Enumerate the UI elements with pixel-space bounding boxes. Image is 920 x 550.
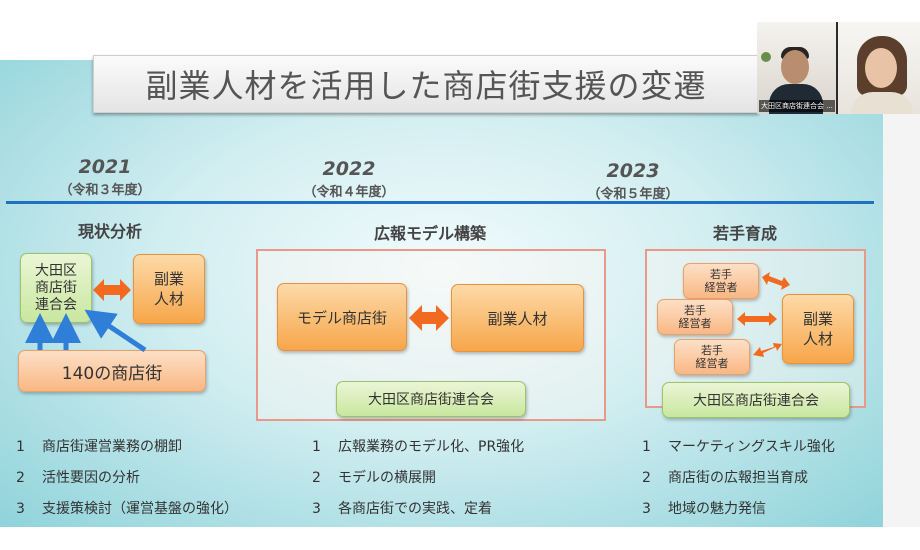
fukugyo-box: 副業 人材 xyxy=(782,294,854,364)
participant-body xyxy=(851,92,913,114)
double-arrow-icon xyxy=(753,343,782,357)
double-arrow-icon xyxy=(762,272,790,290)
participant-head xyxy=(781,50,809,84)
blue-arrow xyxy=(84,309,147,353)
fukugyo-box: 副業人材 xyxy=(451,284,584,352)
section-heading-youth: 若手育成 xyxy=(712,224,777,243)
double-arrow-icon xyxy=(93,279,131,301)
year-label-2023: 2023 （令和５年度） xyxy=(568,160,698,202)
right-gutter xyxy=(883,60,920,527)
year-value: 2021 xyxy=(78,156,132,178)
stores-box: 140の商店街 xyxy=(18,350,206,392)
participant-head xyxy=(865,48,897,88)
young-owner-box: 若手 経営者 xyxy=(683,263,759,299)
rengokai-box: 大田区 商店街 連合会 xyxy=(20,253,92,323)
section-heading-pr-model: 広報モデル構築 xyxy=(373,224,486,243)
double-arrow-icon xyxy=(409,305,449,331)
year-label-2022: 2022 （令和４年度） xyxy=(284,158,414,200)
year-value: 2023 xyxy=(606,160,660,182)
rengokai-box: 大田区商店街連合会 xyxy=(662,382,850,418)
timeline-line xyxy=(6,201,874,204)
webcam-caption: 大田区商店街連合会 ... xyxy=(759,100,835,112)
reiwa-label: （令和４年度） xyxy=(303,185,395,200)
section-heading-analysis: 現状分析 xyxy=(77,222,142,241)
young-owner-box: 若手 経営者 xyxy=(657,299,733,335)
model-store-box: モデル商店街 xyxy=(277,283,407,351)
fukugyo-box: 副業 人材 xyxy=(133,254,205,324)
plant-decor xyxy=(761,52,771,62)
year-value: 2022 xyxy=(322,158,376,180)
webcam-video-tile[interactable]: 大田区商店街連合会 ... xyxy=(757,22,920,114)
reiwa-label: （令和５年度） xyxy=(587,187,679,202)
reiwa-label: （令和３年度） xyxy=(59,183,151,198)
double-arrow-icon xyxy=(737,312,777,326)
slide-title: 副業人材を活用した商店街支援の変遷 xyxy=(145,67,707,105)
young-owner-box: 若手 経営者 xyxy=(674,339,750,375)
slide-title-bar: 副業人材を活用した商店街支援の変遷 xyxy=(93,55,759,113)
rengokai-box: 大田区商店街連合会 xyxy=(336,381,526,417)
year-label-2021: 2021 （令和３年度） xyxy=(40,156,170,198)
